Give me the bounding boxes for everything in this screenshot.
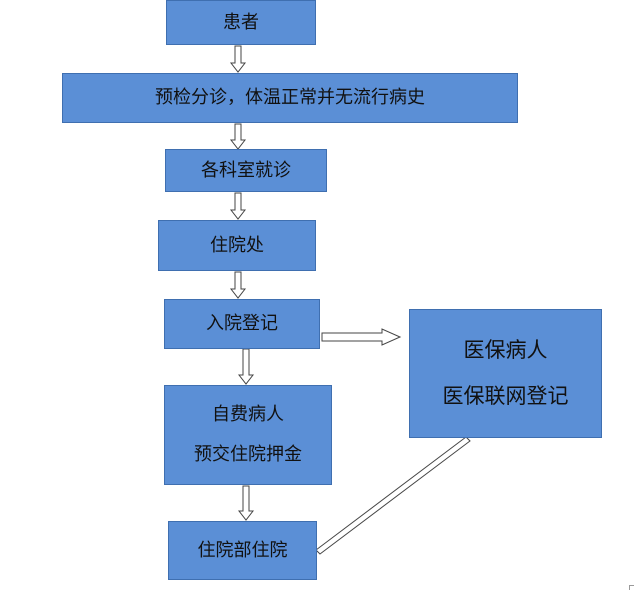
insurance-line2: 医保联网登记 (442, 383, 569, 408)
corner-mark-icon (629, 585, 634, 590)
arrow-triage-to-department (229, 123, 247, 150)
patient-label: 患者 (223, 11, 259, 33)
department-visit-box: 各科室就诊 (165, 149, 327, 192)
admission-registration-box: 入院登记 (164, 299, 320, 349)
inpatient-ward-label: 住院部住院 (197, 539, 288, 561)
arrow-patient-to-triage (229, 45, 247, 73)
medical-insurance-box: 医保病人 医保联网登记 (409, 309, 602, 438)
self-pay-box: 自费病人 预交住院押金 (164, 385, 332, 485)
admission-registration-label: 入院登记 (206, 313, 278, 335)
arrow-admission-office-to-registration (229, 271, 247, 299)
arrow-registration-to-insurance (321, 328, 402, 346)
admission-office-label: 住院处 (210, 234, 264, 256)
arrow-department-to-admission-office (229, 192, 247, 220)
arrow-registration-to-self-pay (237, 348, 255, 385)
triage-box: 预检分诊，体温正常并无流行病史 (62, 73, 518, 123)
self-pay-line1: 自费病人 (212, 404, 284, 426)
insurance-line1: 医保病人 (463, 338, 548, 363)
triage-label: 预检分诊，体温正常并无流行病史 (155, 87, 425, 109)
arrow-insurance-to-ward (315, 436, 471, 555)
inpatient-ward-box: 住院部住院 (168, 521, 317, 580)
self-pay-line2: 预交住院押金 (194, 444, 302, 465)
arrow-self-pay-to-ward (237, 485, 255, 521)
patient-box: 患者 (166, 0, 316, 45)
department-visit-label: 各科室就诊 (201, 159, 291, 181)
admission-office-box: 住院处 (158, 220, 316, 271)
